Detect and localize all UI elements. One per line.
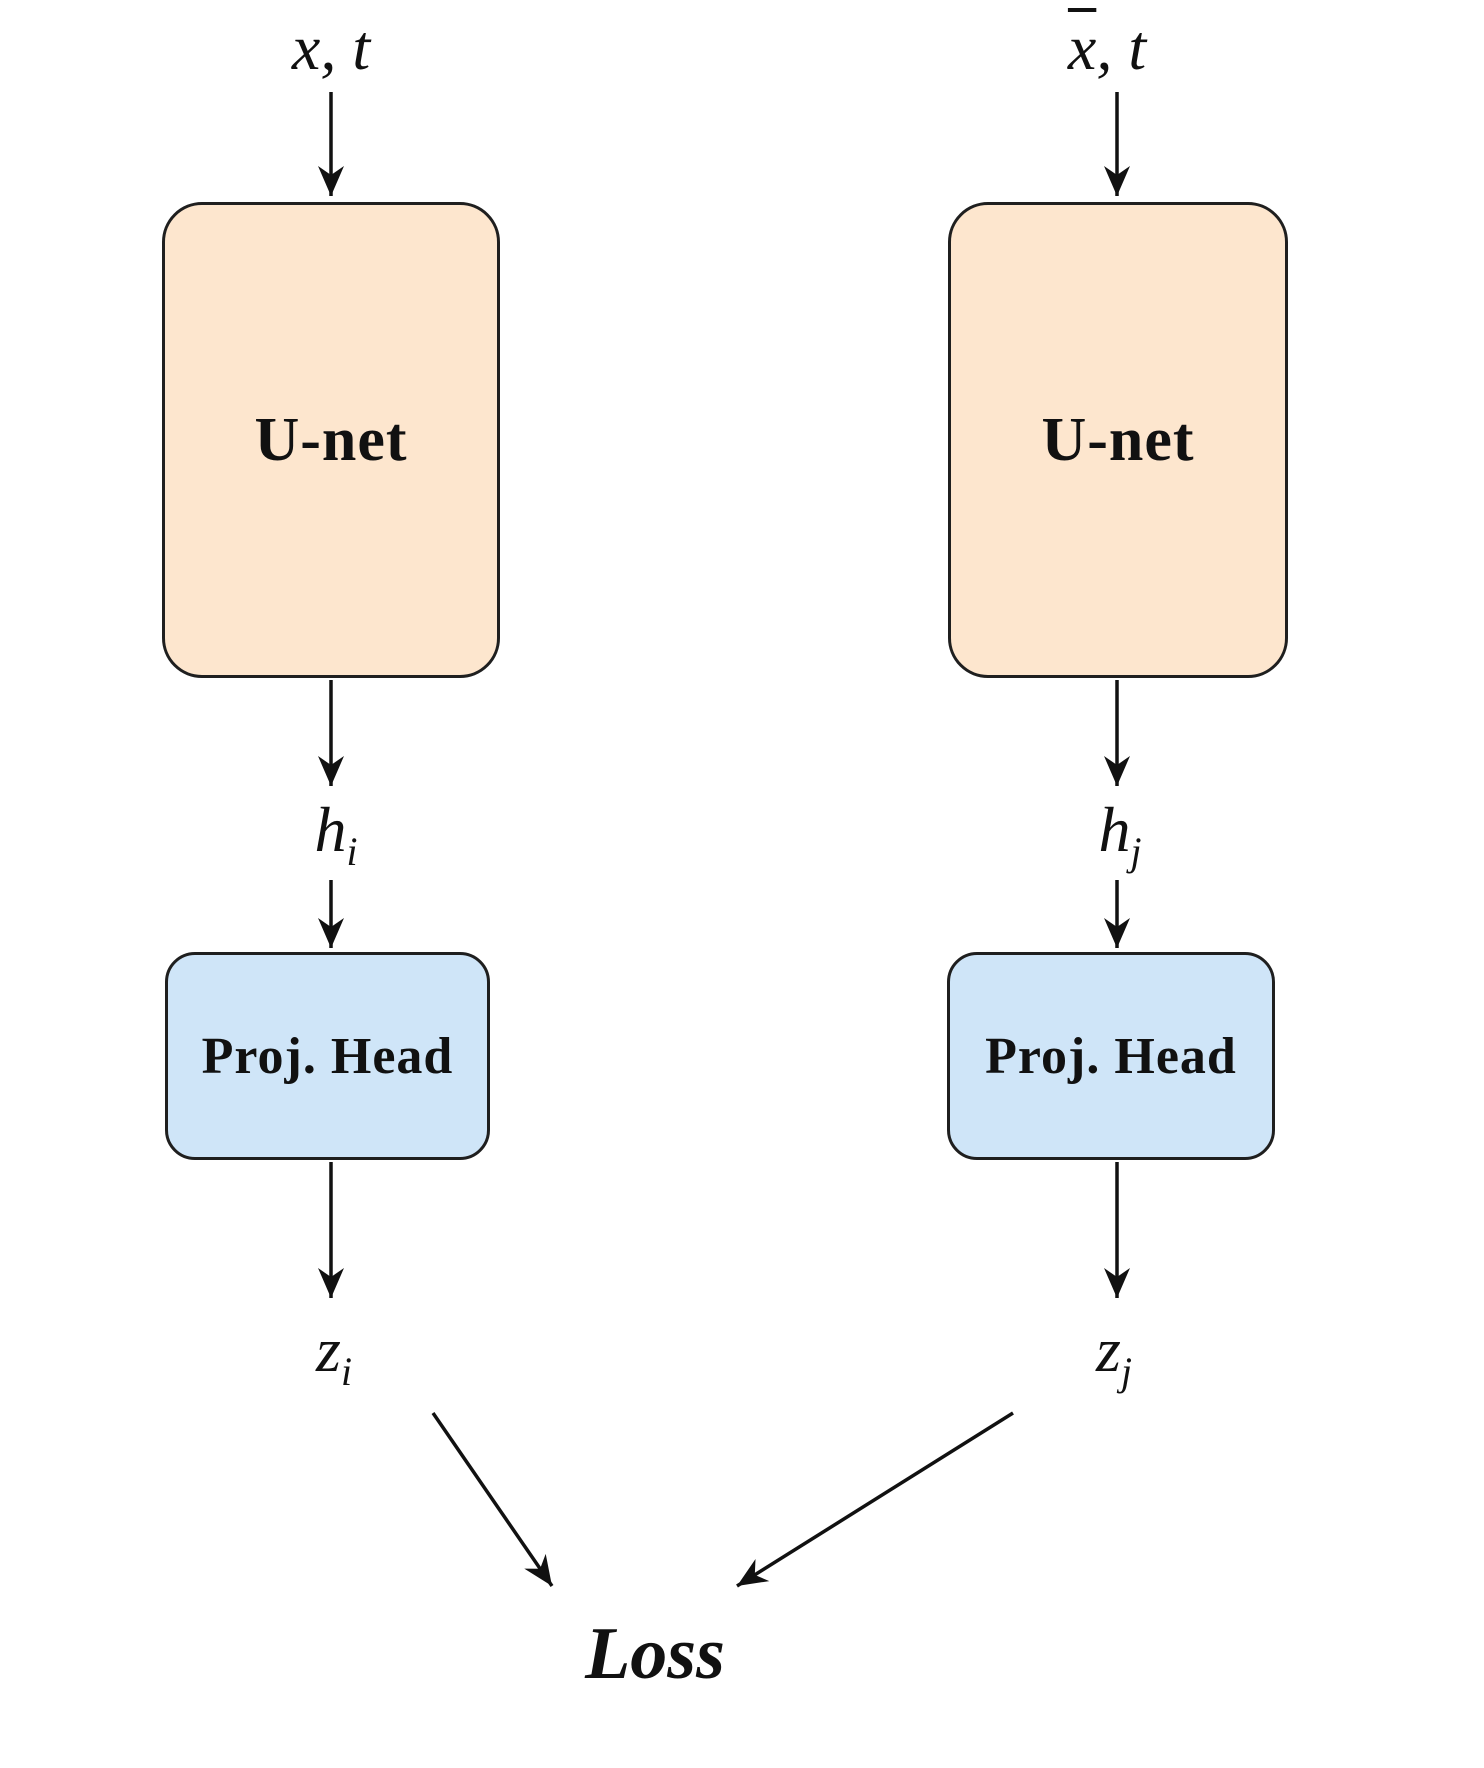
unet-box-left: U-net: [162, 202, 500, 678]
z-label-left: zi: [316, 1318, 352, 1392]
hidden-label-right-sub: j: [1130, 829, 1142, 874]
input-label-left: x, t: [292, 16, 370, 80]
hidden-label-right-base: h: [1098, 794, 1131, 865]
z-label-left-sub: i: [340, 1349, 352, 1394]
z-label-left-base: z: [316, 1314, 341, 1385]
arrow-z-to-loss-right: [736, 1411, 1014, 1588]
z-label-right-base: z: [1096, 1314, 1121, 1385]
proj-head-box-right: Proj. Head: [947, 952, 1275, 1160]
proj-head-label-left: Proj. Head: [201, 1027, 454, 1085]
proj-head-label-right: Proj. Head: [985, 1027, 1237, 1085]
input-label-left-text: x, t: [291, 12, 371, 83]
loss-label: Loss: [585, 1613, 725, 1695]
z-label-right-sub: j: [1120, 1349, 1132, 1394]
unet-label-right: U-net: [1041, 405, 1195, 474]
hidden-label-left: hi: [314, 798, 357, 872]
unet-label-left: U-net: [254, 405, 408, 474]
unet-box-right: U-net: [948, 202, 1288, 678]
proj-head-box-left: Proj. Head: [165, 952, 490, 1160]
input-label-right-xbar: x: [1067, 12, 1097, 83]
input-label-right: x, t: [1068, 16, 1146, 80]
hidden-label-left-sub: i: [346, 829, 358, 874]
hidden-label-left-base: h: [314, 794, 347, 865]
hidden-label-right: hj: [1098, 798, 1141, 872]
z-label-right: zj: [1096, 1318, 1132, 1392]
arrow-z-to-loss-left: [431, 1412, 554, 1587]
input-label-right-rest: , t: [1096, 12, 1147, 83]
